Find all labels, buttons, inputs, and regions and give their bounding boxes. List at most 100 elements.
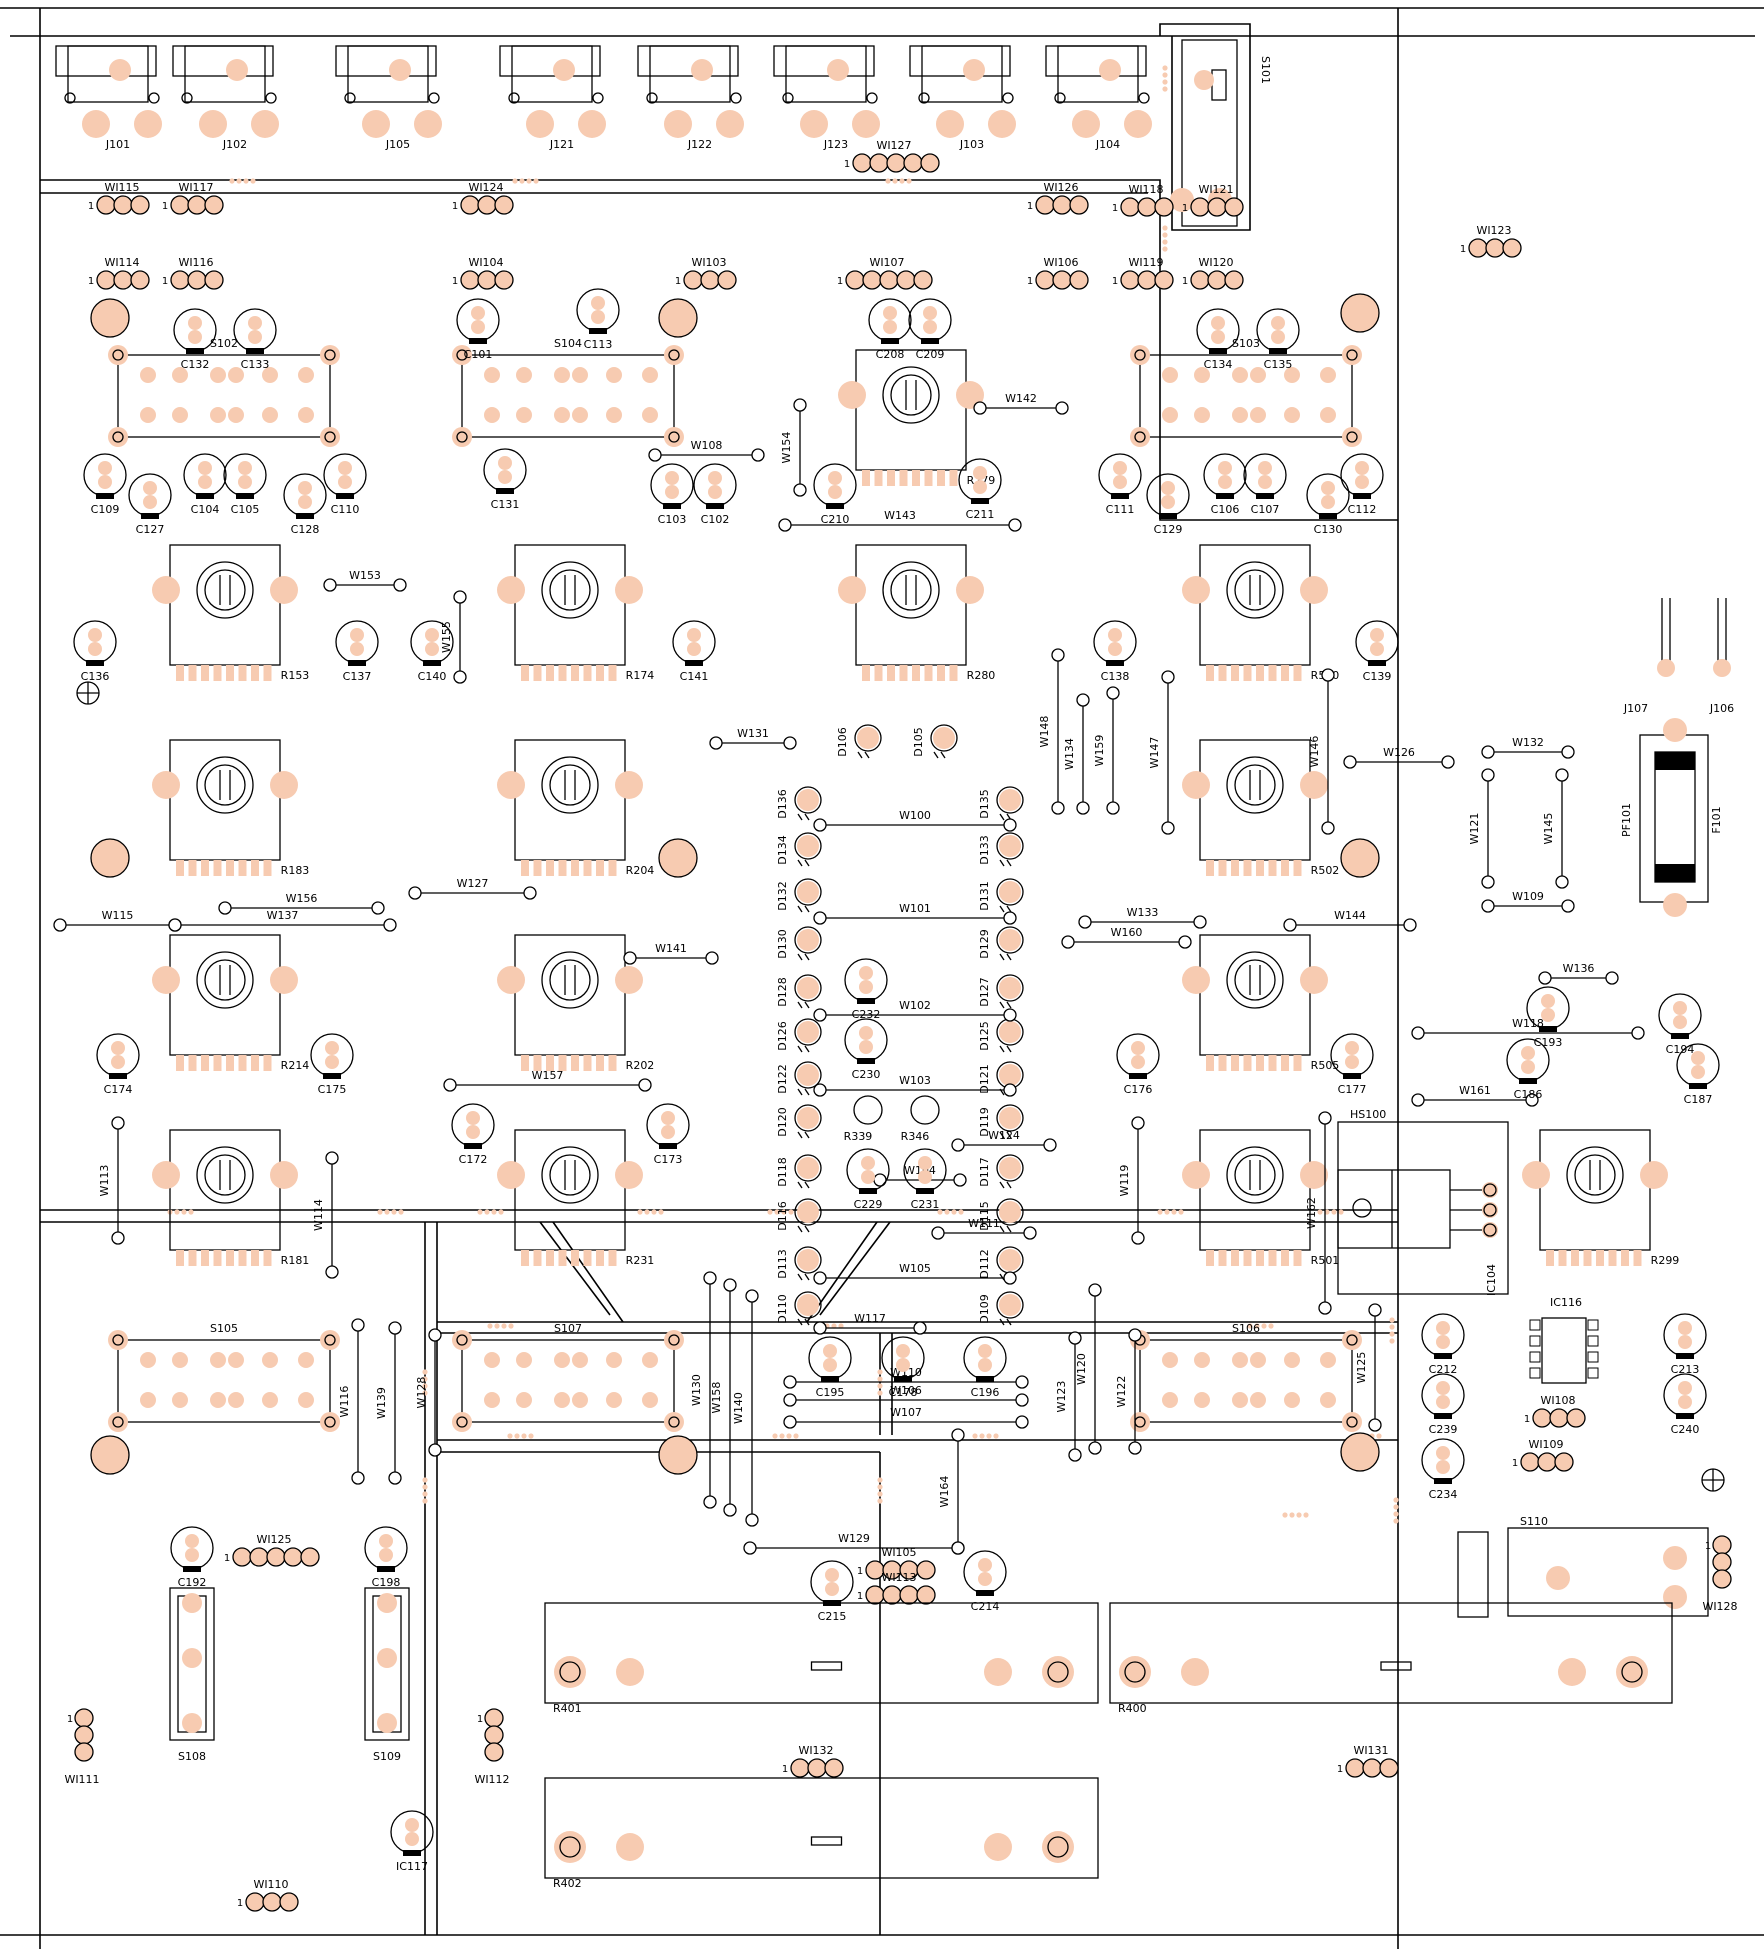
- connector-J121: J121: [499, 45, 606, 151]
- ref-label: R214: [281, 1059, 310, 1072]
- ref-label: WI120: [1198, 256, 1233, 269]
- ref-label: W128: [415, 1377, 428, 1409]
- ref-label: W132: [1512, 736, 1544, 749]
- ref-label: S102: [210, 337, 238, 350]
- ref-label: D105: [912, 727, 925, 756]
- wire-link-W130: W130: [690, 1271, 717, 1509]
- ref-label: W140: [732, 1392, 745, 1424]
- ref-label: W105: [899, 1262, 931, 1275]
- ref-label: W117: [854, 1312, 886, 1325]
- capacitor-C105: C105: [223, 453, 267, 516]
- ref-label: D118: [776, 1157, 789, 1186]
- ref-label: W141: [655, 942, 687, 955]
- ref-label: C129: [1154, 523, 1183, 536]
- board-outlines: [0, 7, 1764, 1949]
- connector-J102: J102: [172, 45, 279, 151]
- switch-S106: S106: [1130, 1322, 1362, 1432]
- ref-label: R153: [281, 669, 310, 682]
- diode-D131: D131: [978, 878, 1024, 913]
- capacitor-C209: C209: [908, 298, 952, 361]
- ref-label: C138: [1101, 670, 1130, 683]
- ref-label: 1: [162, 276, 168, 287]
- ref-label: C196: [971, 1386, 1000, 1399]
- wire-link-W137: W137: [168, 909, 397, 932]
- ref-label: IC117: [396, 1860, 428, 1873]
- ref-label: W136: [1563, 962, 1595, 975]
- ref-label: D132: [776, 881, 789, 910]
- capacitor-C129: C129: [1146, 473, 1190, 536]
- ref-label: C186: [1514, 1088, 1543, 1101]
- mount-hole: [1701, 1468, 1725, 1492]
- bridge-perforation: [377, 1209, 404, 1215]
- ref-label: C178: [889, 1386, 918, 1399]
- ref-label: D122: [776, 1064, 789, 1093]
- ref-label: WI132: [798, 1744, 833, 1757]
- ref-label: W107: [890, 1406, 922, 1419]
- capacitor-C212: C212: [1421, 1313, 1465, 1376]
- potentiometer-R214: R214: [152, 934, 310, 1072]
- wire-link-W105: W105: [813, 1262, 1017, 1285]
- wire-link-W145: W145: [1542, 768, 1569, 889]
- ref-label: R505: [1311, 1059, 1340, 1072]
- ref-label: 1: [837, 276, 843, 287]
- ref-label: 1: [1512, 1458, 1518, 1469]
- wire-link-W111: W111: [931, 1217, 1037, 1240]
- ref-label: W100: [899, 809, 931, 822]
- ref-label: W162: [1305, 1197, 1318, 1229]
- bridge-perforation: [422, 1477, 428, 1504]
- ref-label: WI107: [869, 256, 904, 269]
- ref-label: WI118: [1128, 183, 1163, 196]
- ref-label: W164: [938, 1476, 951, 1508]
- switch-S104: S104: [452, 337, 684, 447]
- potentiometer-R299: R299: [1522, 1129, 1679, 1267]
- capacitor-C128: C128: [283, 473, 327, 536]
- ref-label: 1: [1112, 203, 1118, 214]
- diode-D105: D105: [912, 724, 958, 759]
- ref-label: R401: [553, 1702, 582, 1715]
- wire-link-W154: W154: [780, 398, 807, 497]
- wire-link-W155: W155: [440, 590, 467, 684]
- wire-link-W142: W142: [973, 392, 1069, 415]
- ref-label: W119: [1118, 1165, 1131, 1197]
- ref-label: D127: [978, 977, 991, 1006]
- ref-label: S107: [554, 1322, 582, 1335]
- ref-label: D115: [978, 1201, 991, 1230]
- ref-label: R204: [626, 864, 655, 877]
- switch-S105: S105: [108, 1322, 340, 1432]
- wire-link-W109: W109: [1481, 890, 1575, 913]
- ref-label: C140: [418, 670, 447, 683]
- ref-label: WI110: [253, 1878, 288, 1891]
- diode-D110: D110: [776, 1291, 822, 1326]
- wire-link-W106: W106: [783, 1384, 1029, 1407]
- ref-label: C130: [1314, 523, 1343, 536]
- ref-label: W126: [1383, 746, 1415, 759]
- ref-label: W103: [899, 1074, 931, 1087]
- ref-label: D126: [776, 1021, 789, 1050]
- capacitor-C130: C130: [1306, 473, 1350, 536]
- ref-label: W156: [286, 892, 318, 905]
- ref-label: S110: [1520, 1515, 1548, 1528]
- bridge-perforation: [477, 1209, 504, 1215]
- capacitor-C107: C107: [1243, 453, 1287, 516]
- wire-link-W119: W119: [1118, 1116, 1145, 1245]
- ref-label: R280: [967, 669, 996, 682]
- ref-label: C111: [1106, 503, 1135, 516]
- ref-label: W121: [1468, 813, 1481, 845]
- mounting-pad: [658, 1435, 698, 1475]
- diode-D129: D129: [978, 926, 1024, 961]
- capacitor-C230: C230: [844, 1018, 888, 1081]
- ref-label: 1: [857, 1566, 863, 1577]
- capacitor-C196: C196: [963, 1336, 1007, 1399]
- ref-label: W147: [1148, 737, 1161, 769]
- bridge-perforation: [767, 1209, 794, 1215]
- ref-label: WI105: [881, 1546, 916, 1559]
- mount-hole: [76, 681, 100, 705]
- power-resistor-R401: R401: [544, 1602, 1099, 1715]
- switch-S109: S109: [364, 1587, 410, 1763]
